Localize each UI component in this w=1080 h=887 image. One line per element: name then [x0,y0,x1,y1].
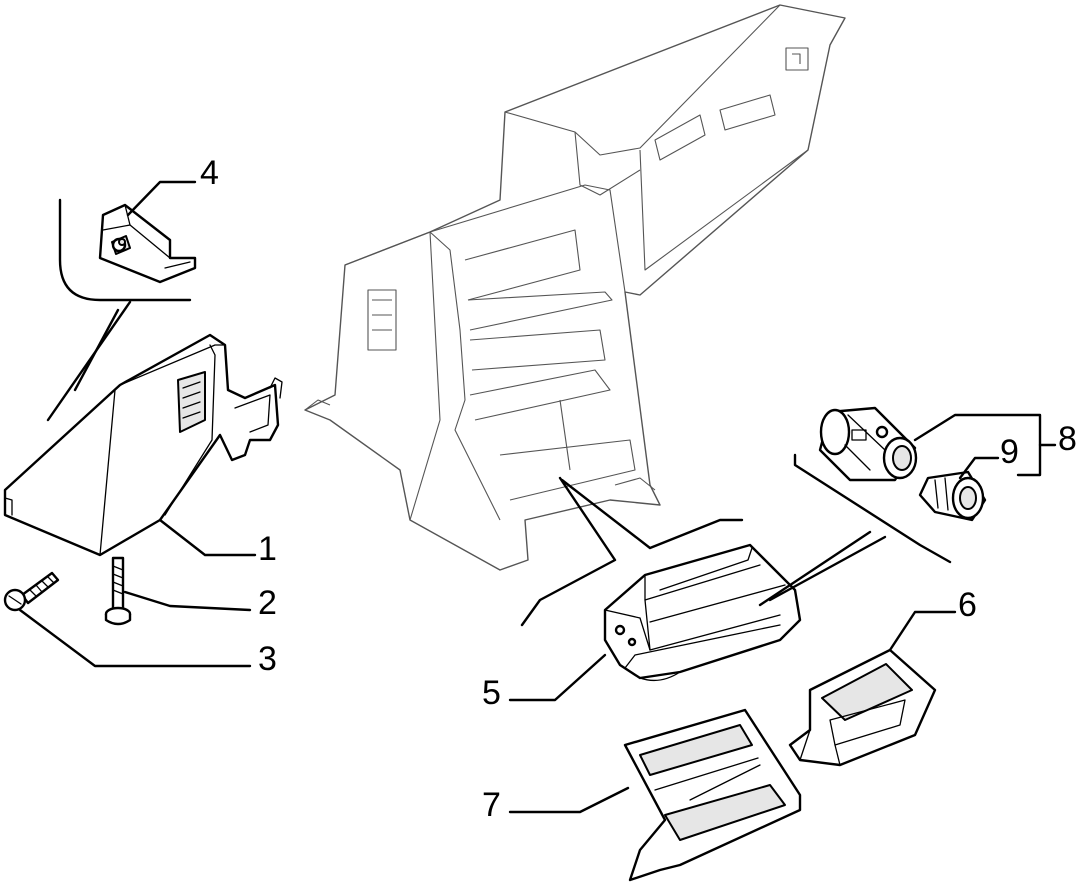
part-5-ashtray [603,543,802,682]
callout-5: 5 [482,674,501,712]
callout-9: 9 [1000,433,1019,471]
part-7-trim-frame [623,708,802,882]
callout-3: 3 [258,640,277,678]
leader-lines [18,180,1057,814]
callout-1: 1 [258,530,277,568]
part-2-screw [104,556,132,626]
part-1-compartment-cover [3,333,283,557]
part-8-lighter-housing [818,406,918,482]
part-3-screw [3,571,60,612]
center-console [304,4,846,571]
part-4-bracket [98,203,197,284]
callout-8: 8 [1058,420,1077,458]
part-6-insert [788,648,937,767]
callout-4: 4 [200,154,219,192]
callout-6: 6 [958,586,977,624]
callout-7: 7 [482,786,501,824]
callout-2: 2 [258,584,277,622]
part-9-lighter-element [918,470,987,522]
